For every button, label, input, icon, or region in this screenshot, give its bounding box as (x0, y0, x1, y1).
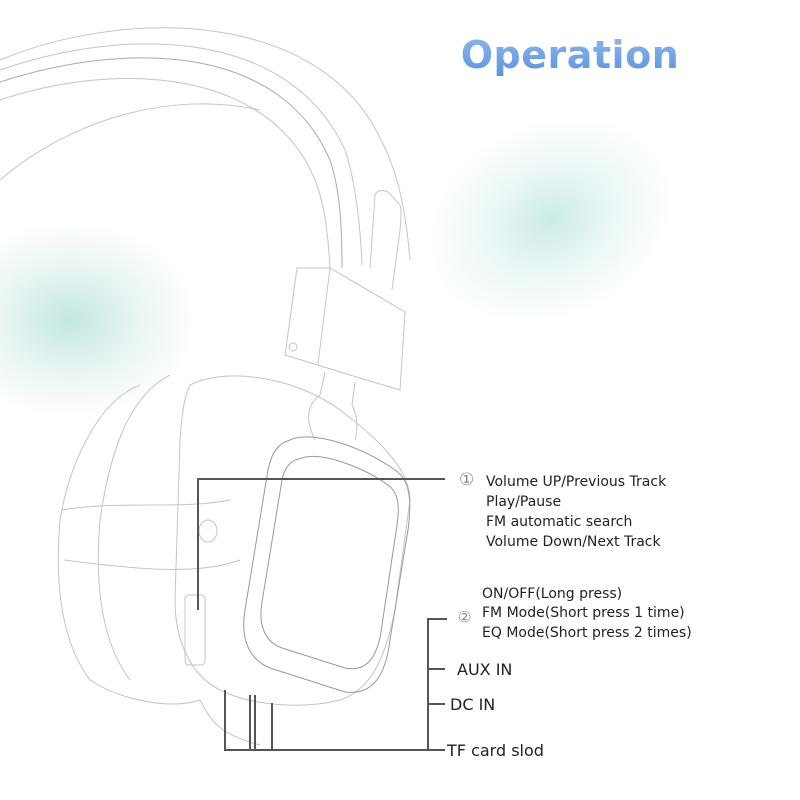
callout-volume-up: Volume UP/Previous Track (486, 474, 667, 490)
leader-line-tf (224, 690, 445, 751)
earcup-back-shell (57, 384, 201, 705)
button-one (198, 519, 218, 543)
callout-fm-search: FM automatic search (486, 514, 633, 530)
page-title: Operation (0, 33, 800, 77)
headband-arc-outer (0, 27, 411, 261)
hinge-screw (288, 342, 298, 352)
hinge-block (284, 267, 406, 391)
callout-fm-mode: FM Mode(Short press 1 time) (482, 605, 685, 621)
earpad-inner (260, 456, 399, 670)
leader-line-group1 (197, 478, 445, 610)
callout-eq-mode: EQ Mode(Short press 2 times) (482, 625, 692, 641)
headband-arc-4 (0, 78, 331, 269)
headband-arc-3 (0, 57, 343, 269)
callout-play-pause: Play/Pause (486, 494, 562, 510)
callout-tf-card: TF card slod (447, 741, 544, 760)
callout-marker-1: ① (459, 470, 475, 490)
earpad-frame (243, 436, 411, 693)
earcup-body (174, 375, 411, 706)
rocker-switch (184, 594, 206, 666)
headband-arc-inner (0, 103, 261, 181)
leader-line-group2 (427, 618, 447, 750)
callout-aux-in: AUX IN (457, 660, 513, 679)
callout-on-off: ON/OFF(Long press) (482, 586, 623, 602)
slider-bracket (369, 190, 402, 291)
callout-marker-2: ② (458, 608, 472, 626)
callout-dc-in: DC IN (450, 695, 496, 714)
callout-volume-down: Volume Down/Next Track (486, 534, 661, 550)
headband-arc-2 (0, 43, 363, 266)
